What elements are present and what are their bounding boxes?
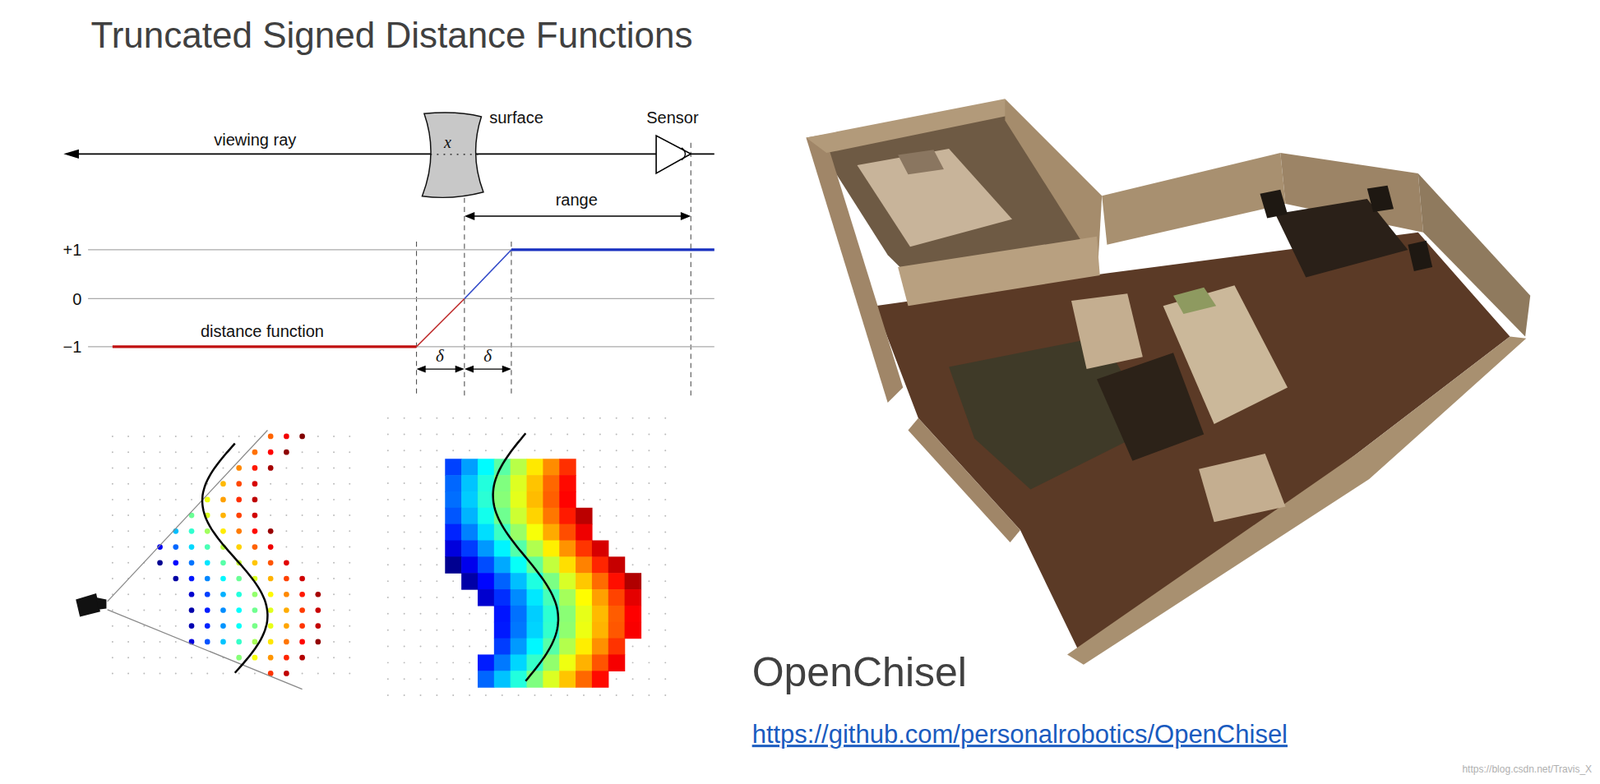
delta-label: δ: [483, 346, 492, 366]
point-label: x⃗: [443, 132, 464, 152]
range-label: range: [555, 190, 598, 210]
watermark: https://blog.csdn.net/Travis_X: [1461, 764, 1592, 777]
ray-label: viewing ray: [213, 130, 296, 150]
tsdf-voxel-figure: [387, 417, 666, 697]
project-name: OpenChisel: [752, 649, 967, 698]
project-link: https://github.com/personalrobotics/Open…: [752, 720, 1288, 750]
surface-outline: [416, 108, 488, 201]
sensor-label: Sensor: [646, 107, 699, 127]
axis-value: +1: [62, 240, 82, 260]
slide-title: Truncated Signed Distance Functions: [90, 14, 693, 57]
curve-label: distance function: [200, 322, 324, 342]
reconstruction-render: [805, 98, 1531, 666]
tsdf-points-figure: [75, 430, 351, 690]
axis-value: −1: [62, 337, 82, 357]
surface-label: surface: [489, 107, 544, 127]
surface-shape: surfacex⃗: [416, 108, 488, 201]
axis-value: 0: [72, 289, 82, 309]
delta-label: δ: [435, 346, 444, 366]
tsdf-plot: [63, 135, 714, 396]
